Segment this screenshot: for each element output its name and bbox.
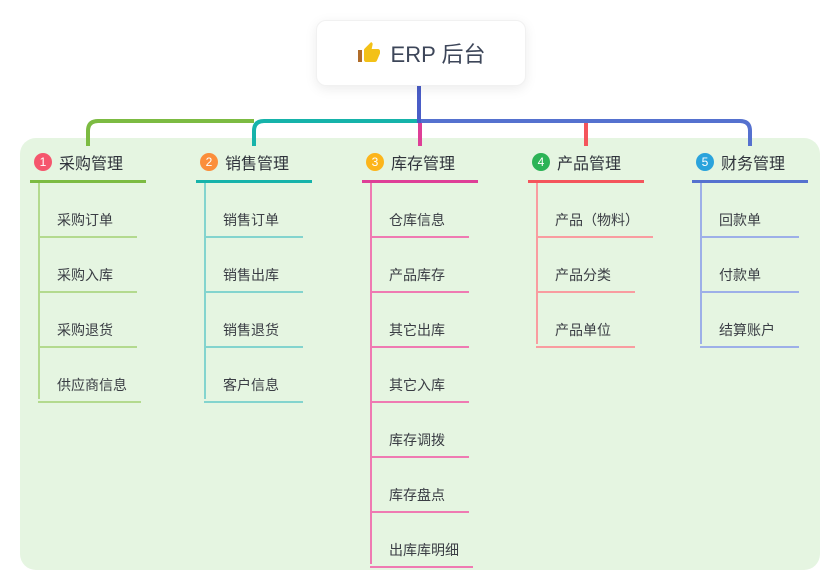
leaf-node[interactable]: 销售订单 <box>204 183 303 238</box>
branch-subtree: 产品（物料）产品分类产品单位 <box>536 183 653 348</box>
root-node-label: ERP 后台 <box>390 42 486 67</box>
branch-node[interactable]: 5 财务管理 <box>692 148 808 183</box>
branch-label: 产品管理 <box>557 155 622 173</box>
subtree-line <box>38 183 40 399</box>
branch-number-badge: 3 <box>366 152 384 171</box>
leaf-node[interactable]: 产品单位 <box>536 293 635 348</box>
branch-采购管理: 1 采购管理采购订单采购入库采购退货供应商信息 <box>30 148 146 403</box>
leaf-node[interactable]: 产品分类 <box>536 238 635 293</box>
branch-subtree: 采购订单采购入库采购退货供应商信息 <box>38 183 146 403</box>
leaf-node[interactable]: 其它入库 <box>370 348 469 403</box>
leaf-node[interactable]: 回款单 <box>700 183 799 238</box>
leaf-node[interactable]: 供应商信息 <box>38 348 141 403</box>
branch-库存管理: 3 库存管理仓库信息产品库存其它出库其它入库库存调拨库存盘点出库库明细 <box>362 148 478 568</box>
branch-number-badge: 4 <box>532 152 550 171</box>
branch-node[interactable]: 1 采购管理 <box>30 148 146 183</box>
thumbs-up-icon <box>357 42 380 62</box>
branch-财务管理: 5 财务管理回款单付款单结算账户 <box>692 148 808 348</box>
leaf-node[interactable]: 出库库明细 <box>370 513 473 568</box>
leaf-node[interactable]: 结算账户 <box>700 293 799 348</box>
branch-label: 库存管理 <box>391 155 456 173</box>
leaf-node[interactable]: 采购退货 <box>38 293 137 348</box>
branch-label: 采购管理 <box>59 155 124 173</box>
leaf-node[interactable]: 采购订单 <box>38 183 137 238</box>
leaf-node[interactable]: 产品库存 <box>370 238 469 293</box>
leaf-node[interactable]: 仓库信息 <box>370 183 469 238</box>
subtree-line <box>700 183 702 344</box>
branch-number-badge: 1 <box>34 152 52 171</box>
leaf-node[interactable]: 付款单 <box>700 238 799 293</box>
leaf-node[interactable]: 采购入库 <box>38 238 137 293</box>
leaf-node[interactable]: 客户信息 <box>204 348 303 403</box>
leaf-node[interactable]: 销售退货 <box>204 293 303 348</box>
leaf-node[interactable]: 产品（物料） <box>536 183 653 238</box>
branch-销售管理: 2 销售管理销售订单销售出库销售退货客户信息 <box>196 148 312 403</box>
branch-subtree: 回款单付款单结算账户 <box>700 183 808 348</box>
leaf-node[interactable]: 销售出库 <box>204 238 303 293</box>
leaf-node[interactable]: 库存盘点 <box>370 458 469 513</box>
branch-label: 销售管理 <box>225 155 290 173</box>
branch-subtree: 销售订单销售出库销售退货客户信息 <box>204 183 312 403</box>
branch-node[interactable]: 2 销售管理 <box>196 148 312 183</box>
branch-产品管理: 4 产品管理产品（物料）产品分类产品单位 <box>528 148 653 348</box>
mindmap-panel <box>20 138 820 570</box>
root-node[interactable]: ERP 后台 <box>316 20 526 86</box>
leaf-node[interactable]: 其它出库 <box>370 293 469 348</box>
branch-number-badge: 2 <box>200 152 218 171</box>
branch-node[interactable]: 3 库存管理 <box>362 148 478 183</box>
leaf-node[interactable]: 库存调拨 <box>370 403 469 458</box>
subtree-line <box>204 183 206 399</box>
subtree-line <box>370 183 372 564</box>
branch-subtree: 仓库信息产品库存其它出库其它入库库存调拨库存盘点出库库明细 <box>370 183 478 568</box>
subtree-line <box>536 183 538 344</box>
branch-node[interactable]: 4 产品管理 <box>528 148 644 183</box>
branch-number-badge: 5 <box>696 152 714 171</box>
branch-label: 财务管理 <box>721 155 786 173</box>
